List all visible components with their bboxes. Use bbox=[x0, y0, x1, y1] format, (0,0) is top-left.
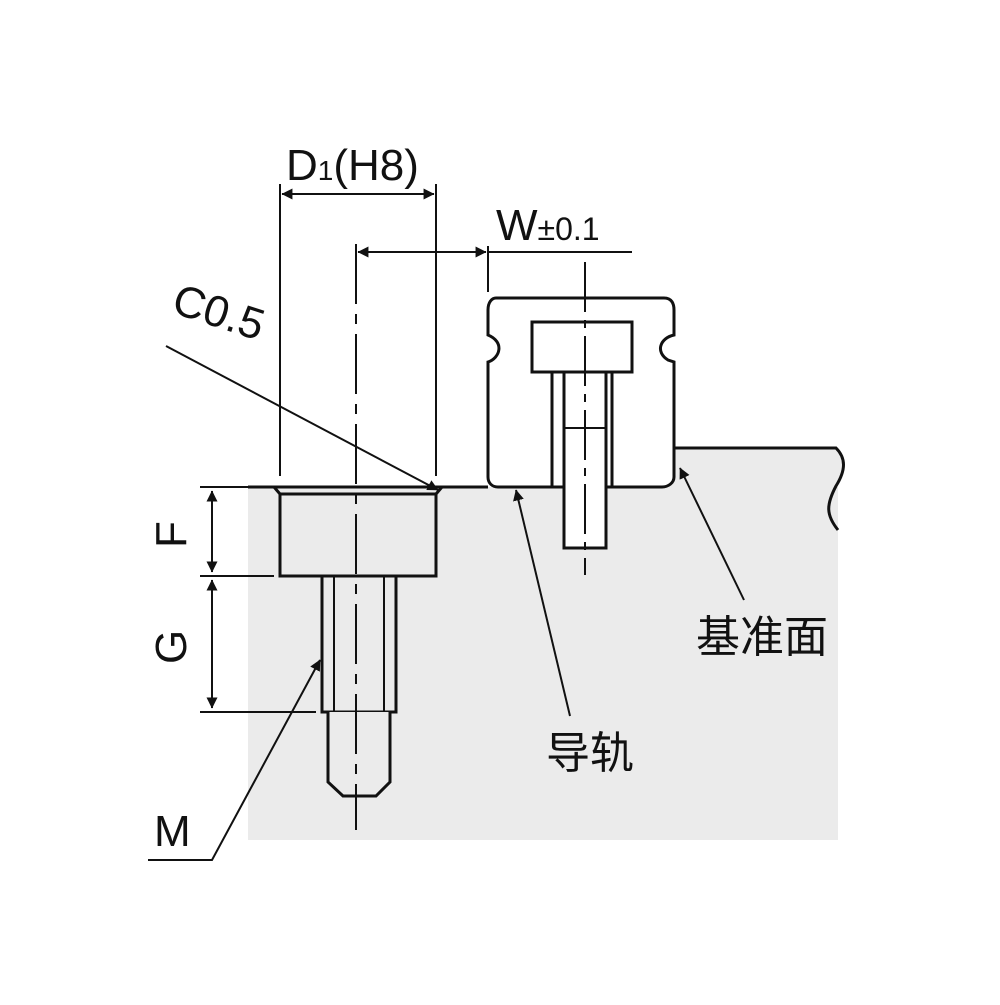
counterbore-chamfer bbox=[272, 486, 444, 495]
pin-head bbox=[278, 492, 438, 578]
pin-thread bbox=[326, 712, 392, 798]
rail-label: 导轨 bbox=[546, 728, 634, 779]
chamfer-label: C0.5 bbox=[167, 275, 271, 350]
rail-counterbore bbox=[530, 320, 634, 374]
m-leader bbox=[148, 659, 321, 861]
m-label: M bbox=[154, 807, 191, 856]
reference-surface-label: 基准面 bbox=[696, 612, 828, 663]
reference-leader bbox=[679, 467, 745, 601]
thread-lines bbox=[333, 576, 385, 712]
base-top-edge bbox=[248, 446, 845, 531]
rail-hole bbox=[550, 372, 614, 487]
chamfer-leader bbox=[165, 345, 439, 491]
d1-label: D1(H8) bbox=[286, 141, 419, 190]
g-label: G bbox=[147, 630, 196, 664]
rail-leader bbox=[513, 489, 571, 717]
f-label: F bbox=[147, 521, 196, 548]
w-label: W±0.1 bbox=[496, 201, 600, 250]
